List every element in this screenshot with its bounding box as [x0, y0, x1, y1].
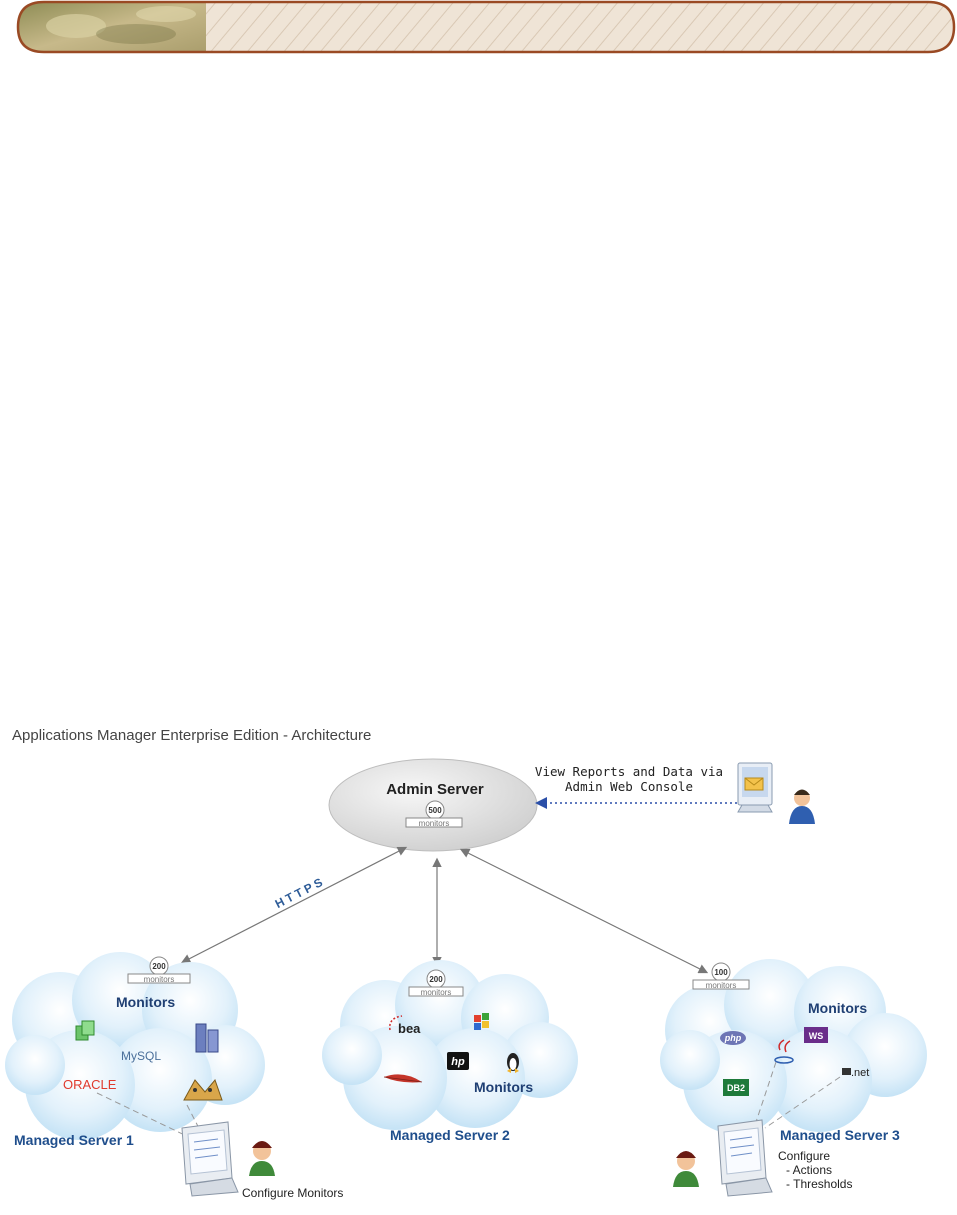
db2-logo: DB2 [723, 1079, 749, 1096]
server3-config-item-2: - Thresholds [786, 1177, 852, 1191]
windows-icon [474, 1013, 489, 1030]
php-logo-text: php [724, 1033, 742, 1043]
server3-config-title: Configure [778, 1149, 830, 1163]
admin-monitor-badge: 500 monitors [405, 800, 463, 828]
server3-config-item-1: - Actions [786, 1163, 832, 1177]
bea-logo: bea [398, 1021, 421, 1036]
hp-logo: hp [447, 1052, 469, 1070]
server1-monitor-caption: monitors [144, 975, 175, 984]
link-admin-server3 [459, 848, 709, 974]
server3-config-monitor-icon [717, 1119, 773, 1197]
oracle-config-line [96, 1092, 196, 1141]
header-banner [16, 0, 956, 54]
generic-server-icon [75, 1020, 95, 1041]
server1-monitor-count: 200 [152, 962, 166, 971]
link-admin-server1 [180, 846, 408, 964]
server2-monitor-badge: 200 monitors [408, 969, 464, 997]
server2-name: Managed Server 2 [390, 1127, 510, 1143]
managed-server-1: 200 monitors Monitors MySQL ORACLE Manag… [5, 952, 343, 1200]
oracle-logo: ORACLE [63, 1077, 117, 1092]
ws-logo: WS [804, 1027, 828, 1043]
diagram-title: Applications Manager Enterprise Edition … [12, 727, 371, 744]
admin-server: Admin Server 500 monitors [328, 758, 538, 852]
admin-server-label: Admin Server [386, 781, 484, 798]
java-icon [774, 1039, 794, 1064]
hp-logo-text: hp [451, 1056, 465, 1068]
server1-config-monitor-icon [181, 1121, 239, 1197]
server1-name: Managed Server 1 [14, 1132, 134, 1148]
server2-monitors-label: Monitors [474, 1079, 533, 1095]
server1-user-icon [249, 1141, 275, 1176]
server-rack-icon [195, 1023, 219, 1053]
db2-logo-text: DB2 [727, 1083, 745, 1093]
admin-user-icon [789, 789, 815, 824]
server3-name: Managed Server 3 [780, 1127, 900, 1143]
server2-monitor-count: 200 [429, 975, 443, 984]
cloud-2 [322, 960, 578, 1130]
server1-monitor-badge: 200 monitors [127, 956, 191, 984]
admin-monitor-count: 500 [428, 806, 442, 815]
dotnet-logo: .net [842, 1067, 869, 1079]
managed-server-2: 200 monitors bea hp Monitors Managed Ser… [322, 960, 578, 1143]
server1-monitors-label: Monitors [116, 994, 175, 1010]
console-note-line2: Admin Web Console [565, 779, 693, 794]
linux-tux-icon [507, 1053, 519, 1073]
server2-monitor-caption: monitors [421, 988, 452, 997]
admin-console-icon [737, 762, 773, 813]
tomcat-icon [183, 1079, 223, 1101]
architecture-diagram: Applications Manager Enterprise Edition … [5, 727, 927, 1200]
admin-monitor-caption: monitors [419, 819, 450, 828]
ws-logo-text: WS [809, 1031, 824, 1041]
dotnet-logo-text: .net [851, 1067, 869, 1079]
server3-monitor-count: 100 [714, 968, 728, 977]
apache-feather-icon [383, 1074, 423, 1083]
server3-monitor-caption: monitors [706, 981, 737, 990]
java-config-line [754, 1061, 777, 1126]
server1-config-note: Configure Monitors [242, 1186, 343, 1200]
server3-monitor-badge: 100 monitors [692, 962, 750, 990]
php-logo: php [720, 1031, 746, 1045]
cloud-1 [5, 952, 265, 1140]
server3-user-icon [673, 1151, 699, 1187]
managed-server-3: 100 monitors Monitors php WS DB2 .net Ma… [660, 959, 927, 1197]
console-note-line1: View Reports and Data via [535, 764, 723, 779]
dotnet-config-line [764, 1076, 841, 1129]
server3-monitors-label: Monitors [808, 1000, 867, 1016]
mysql-logo: MySQL [121, 1049, 161, 1063]
